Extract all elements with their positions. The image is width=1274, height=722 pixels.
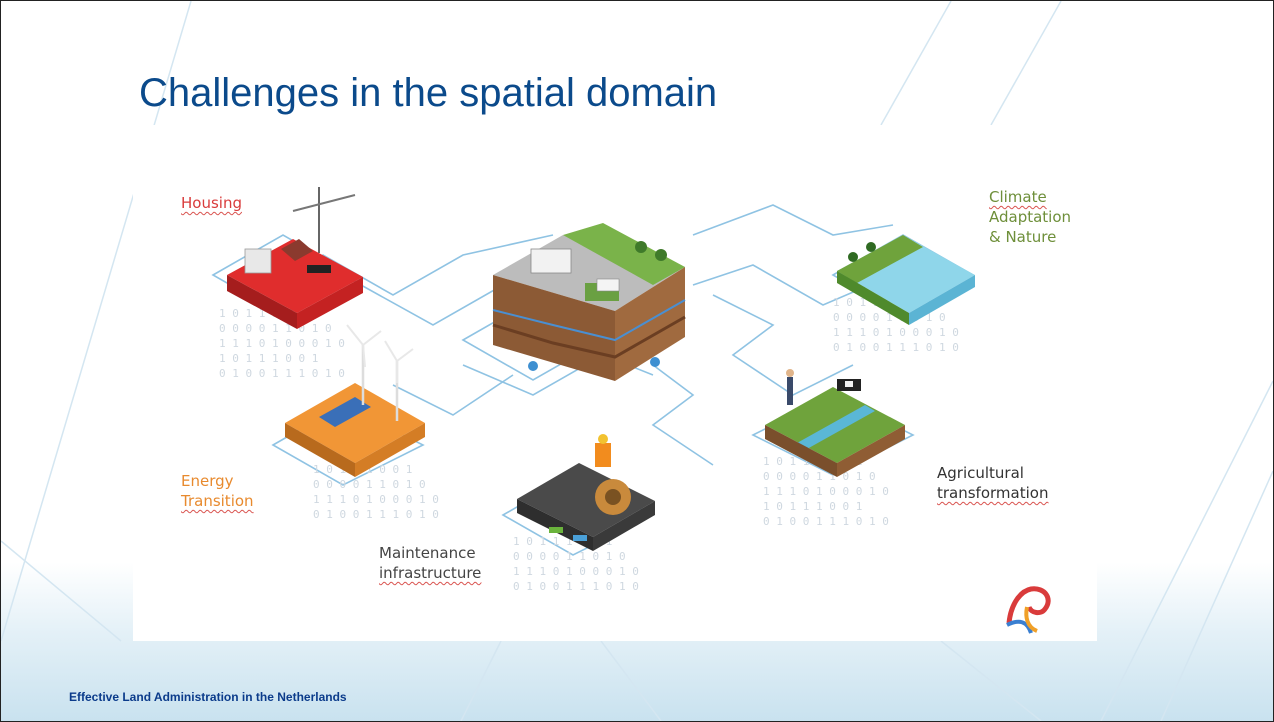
- svg-text:1 1 1 0 1 0 0 0 1 0: 1 1 1 0 1 0 0 0 1 0: [763, 485, 889, 498]
- svg-text:0 1 0 0 1 1 1 0 1 0: 0 1 0 0 1 1 1 0 1 0: [219, 367, 345, 380]
- housing-tile: [227, 187, 363, 329]
- label-housing: Housing: [181, 194, 242, 212]
- spatial-challenges-figure: 1 0 1 1 1 0 0 1 0 0 0 0 1 1 0 1 0 1 1 1 …: [133, 125, 1097, 641]
- logo-icon: [1006, 586, 1051, 634]
- climate-tile: [837, 235, 975, 325]
- label-maintenance: Maintenance infrastructure: [379, 544, 482, 582]
- energy-tile: [285, 324, 425, 477]
- svg-text:0 1 0 0 1 1 1 0 1 0: 0 1 0 0 1 1 1 0 1 0: [513, 580, 639, 593]
- network-illustration: 1 0 1 1 1 0 0 1 0 0 0 0 1 1 0 1 0 1 1 1 …: [211, 187, 975, 593]
- city-tile: [492, 223, 686, 381]
- label-climate: Climate Adaptation & Nature: [989, 188, 1072, 246]
- svg-text:1 1 1 0 1 0 0 0 1 0: 1 1 1 0 1 0 0 0 1 0: [833, 326, 959, 339]
- agriculture-tile: [765, 369, 905, 477]
- svg-text:1 1 1 0 1 0 0 0 1 0: 1 1 1 0 1 0 0 0 1 0: [313, 493, 439, 506]
- svg-text:0 1 0 0 1 1 1 0 1 0: 0 1 0 0 1 1 1 0 1 0: [763, 515, 889, 528]
- infrastructure-tile: [517, 434, 655, 551]
- svg-text:1 0 1 1 1 0 0 1: 1 0 1 1 1 0 0 1: [763, 500, 862, 513]
- svg-text:1 1 1 0 1 0 0 0 1 0: 1 1 1 0 1 0 0 0 1 0: [513, 565, 639, 578]
- network-node: [528, 361, 538, 371]
- svg-text:0 0 0 0 1 1 0 1 0: 0 0 0 0 1 1 0 1 0: [763, 470, 876, 483]
- svg-text:0 0 0 0 1 1 0 1 0: 0 0 0 0 1 1 0 1 0: [313, 478, 426, 491]
- svg-text:0 1 0 0 1 1 1 0 1 0: 0 1 0 0 1 1 1 0 1 0: [313, 508, 439, 521]
- svg-text:0 1 0 0 1 1 1 0 1 0: 0 1 0 0 1 1 1 0 1 0: [833, 341, 959, 354]
- footer-text: Effective Land Administration in the Net…: [69, 690, 347, 704]
- svg-text:1 1 1 0 1 0 0 0 1 0: 1 1 1 0 1 0 0 0 1 0: [219, 337, 345, 350]
- network-node: [650, 357, 660, 367]
- label-energy: Energy Transition: [181, 472, 254, 510]
- svg-text:0 0 0 0 1 1 0 1 0: 0 0 0 0 1 1 0 1 0: [513, 550, 626, 563]
- label-agricultural: Agricultural transformation: [937, 464, 1049, 502]
- page-title: Challenges in the spatial domain: [139, 71, 718, 115]
- svg-text:1 0 1 1 1 0 0 1: 1 0 1 1 1 0 0 1: [219, 352, 318, 365]
- svg-text:0 0 0 0 1 1 0 1 0: 0 0 0 0 1 1 0 1 0: [219, 322, 332, 335]
